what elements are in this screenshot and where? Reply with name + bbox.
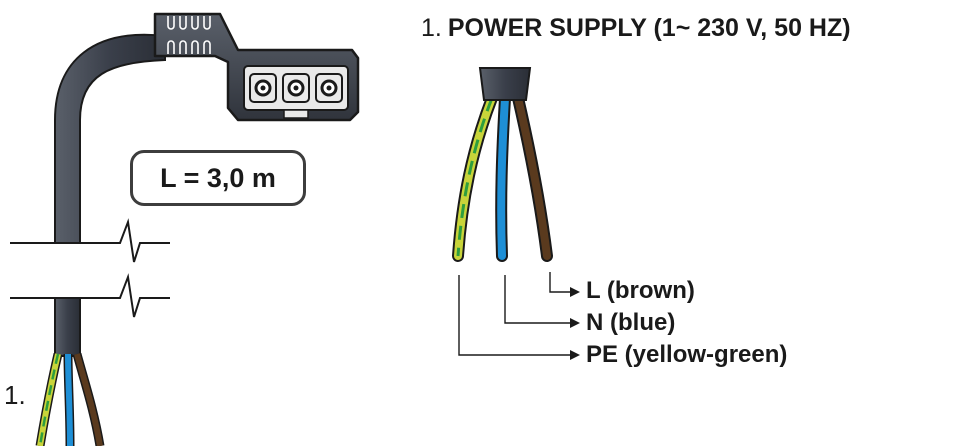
title-number: 1. xyxy=(421,14,442,42)
leader-lines xyxy=(458,272,572,356)
plug-pin-center xyxy=(260,85,266,91)
wire-sheath xyxy=(478,67,532,101)
wire-label-l: L (brown) xyxy=(586,277,695,304)
arrowhead-pe xyxy=(570,350,580,360)
diagram-title: 1.POWER SUPPLY (1~ 230 V, 50 HZ) xyxy=(421,14,851,43)
plug-pin-center xyxy=(293,85,299,91)
cable-length-label: L = 3,0 m xyxy=(130,150,306,206)
leader-l xyxy=(549,272,572,293)
plug-pin-center xyxy=(326,85,332,91)
leader-arrowheads xyxy=(570,287,580,360)
cable-break-symbol xyxy=(10,218,170,318)
wire-detail xyxy=(452,67,580,360)
cable-end-reference: 1. xyxy=(4,380,26,410)
wire-label-pe: PE (yellow-green) xyxy=(586,341,788,368)
plug-grip-ridges xyxy=(167,16,211,54)
leader-pe xyxy=(458,275,572,356)
cable-lower xyxy=(54,297,81,357)
arrowhead-l xyxy=(570,287,580,297)
plug-pins xyxy=(249,73,343,103)
leader-n xyxy=(504,275,572,324)
title-text: POWER SUPPLY (1~ 230 V, 50 HZ) xyxy=(447,14,851,42)
plug-latch xyxy=(283,109,309,119)
cable-end-wires xyxy=(35,352,105,446)
plug xyxy=(153,12,360,122)
cable-assembly xyxy=(10,12,360,446)
cable-upper xyxy=(54,33,166,244)
wire-label-n: N (blue) xyxy=(586,309,676,336)
arrowhead-n xyxy=(570,318,580,328)
